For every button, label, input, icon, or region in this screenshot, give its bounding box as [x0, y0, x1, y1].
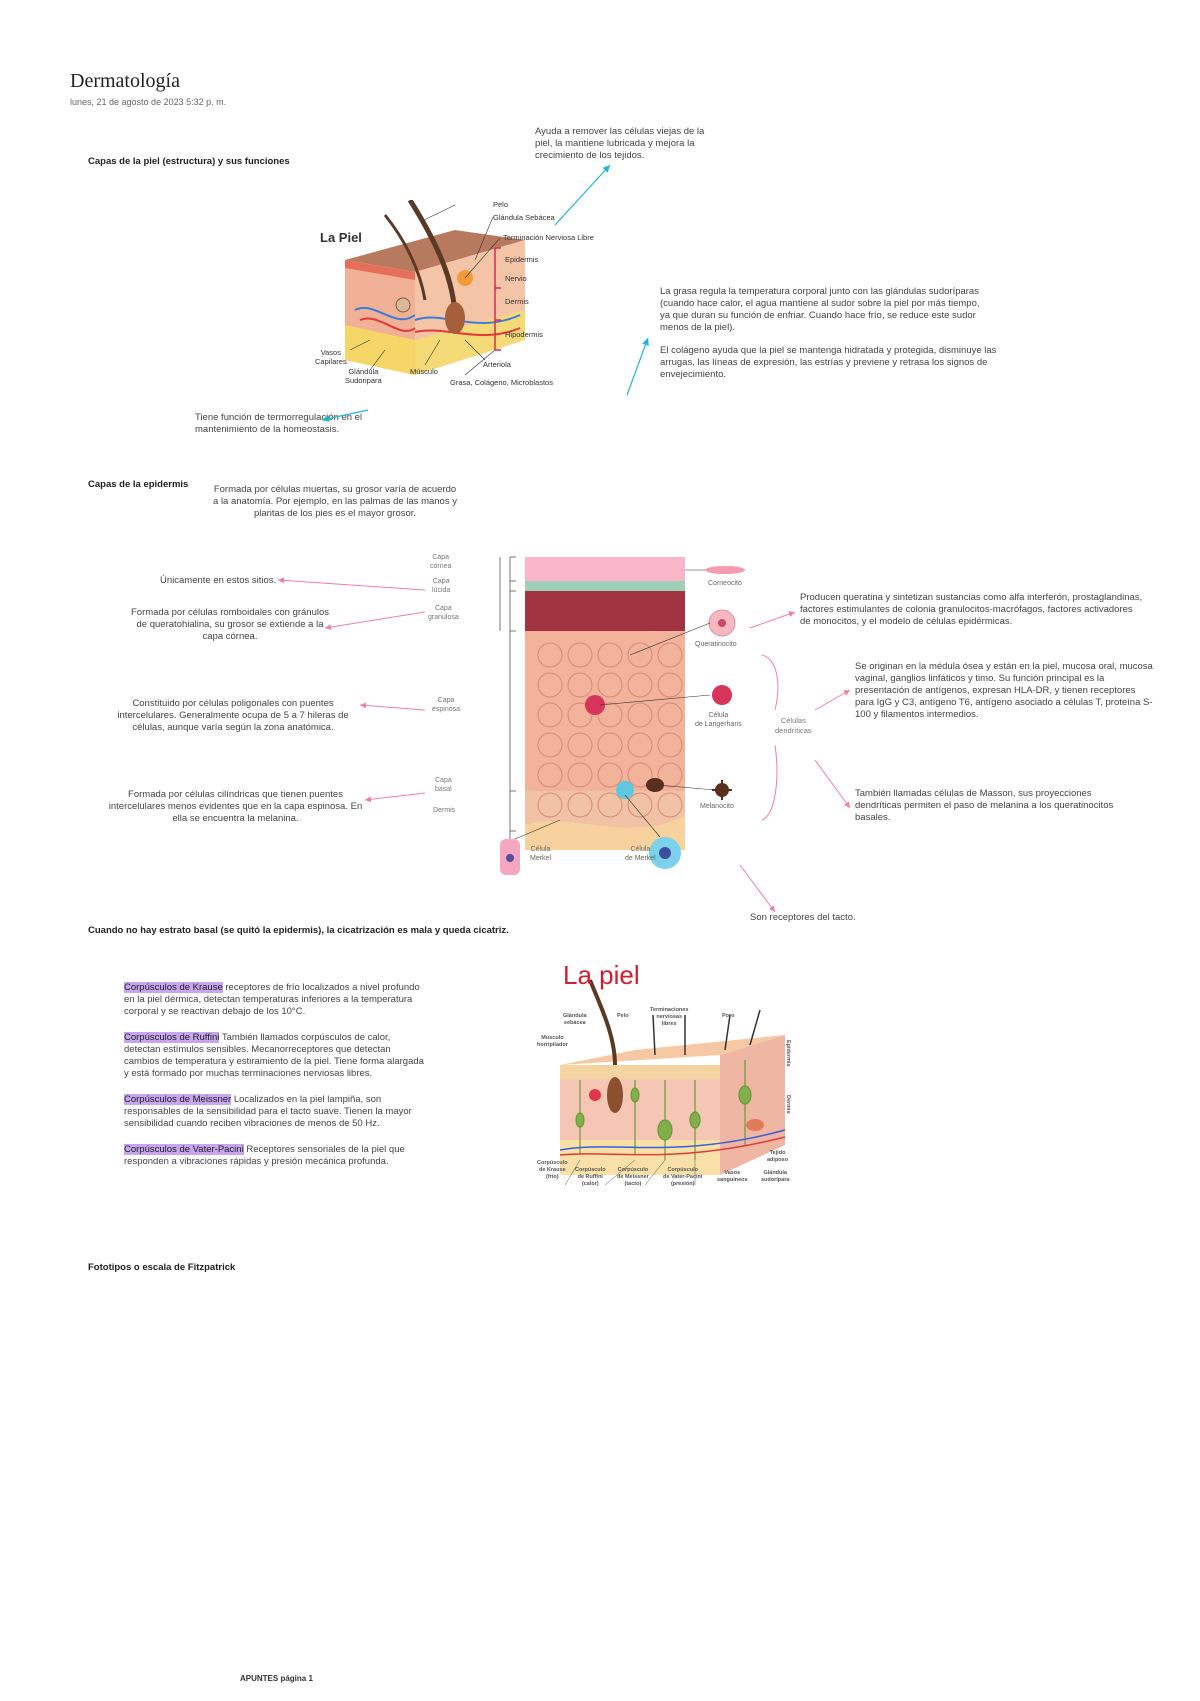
label-queratinocito: Queratinocito [695, 641, 737, 648]
item-ruffini: Corpúsculos de Ruffini También llamados … [124, 1032, 424, 1080]
label3-sudoripara: Glándula sudorípara [761, 1170, 790, 1183]
text-ruffini: También llamados corpúsculos de calor, d… [124, 1032, 424, 1079]
label-grasa: Grasa, Colágeno, Microblastos [450, 378, 553, 387]
layer-dermis: Dermis [433, 807, 456, 814]
note-fototipos: Fototipos o escala de Fitzpatrick [88, 1262, 236, 1273]
label-corneocito: Corneocito [708, 580, 742, 587]
note-grasa-temperatura: La grasa regula la temperatura corporal … [660, 286, 980, 333]
receptores-list: Corpúsculos de Krause receptores de frío… [124, 982, 424, 1168]
label-melanocito: Melanocito [700, 803, 734, 810]
note-capa-cornea: Formada por células muertas, su grosor v… [213, 484, 457, 519]
label3-dermis: Dermis [785, 1095, 791, 1114]
note-melanocito: También llamadas células de Masson, sus … [855, 788, 1114, 823]
term-meissner: Corpúsculos de Meissner [124, 1094, 232, 1105]
label-glandula-sebacea: Glándula Sebácea [493, 213, 555, 222]
diagram-title-la-piel: La piel [563, 960, 640, 990]
label3-poro: Poro [722, 1013, 735, 1019]
text-vater-pacini: Receptores sensoriales de la piel que re… [124, 1144, 405, 1167]
note-capa-basal: Formada por células cilíndricas que tien… [108, 789, 363, 824]
label3-epidermis: Epidermis [785, 1040, 791, 1067]
section-heading-capas-piel: Capas de la piel (estructura) y sus func… [88, 156, 290, 167]
note-capa-espinosa: Constituido por células poligonales con … [117, 698, 349, 733]
label3-glandula-sebacea: Glándula sebácea [563, 1013, 587, 1026]
term-vater-pacini: Corpúsculos de Vater-Pacini [124, 1144, 244, 1155]
receptores-piel-diagram: La piel Glándula sebácea Pelo Terminacio… [535, 955, 805, 1205]
label-celulas-dendriticas: Células dendríticas [775, 716, 812, 735]
label-celula-tacto: Célula de Merkel [625, 846, 656, 862]
label3-vater: Corpúsculo de Vater-Pacini (presión) [663, 1167, 703, 1187]
label-pelo: Pelo [493, 200, 509, 209]
label3-krause: Corpúsculo de Krause (frío) [537, 1160, 568, 1180]
diagram-title: La Piel [320, 230, 362, 245]
note-glandula-sebacea: Ayuda a remover las células viejas de la… [535, 126, 705, 161]
text-meissner: Localizados en la piel lampiña, son resp… [124, 1094, 412, 1129]
note-capa-granulosa: Formada por células romboidales con grán… [130, 607, 330, 642]
note-colageno: El colágeno ayuda que la piel se manteng… [660, 345, 997, 380]
layer-granulosa: Capa granulosa [428, 605, 459, 621]
label-arteriola: Arteriola [483, 360, 511, 369]
label-dermis: Dermis [505, 297, 529, 306]
label-vasos-capilares: Vasos Capilares [315, 348, 347, 366]
page-title: Dermatología [70, 70, 180, 92]
term-krause: Corpúsculos de Krause [124, 982, 223, 993]
label-langerhans: Célula de Langerhans [695, 712, 742, 728]
label3-pelo: Pelo [617, 1013, 629, 1019]
page-date: lunes, 21 de agosto de 2023 5:32 p. m. [70, 97, 227, 107]
label-hipodermis: Hipodermis [505, 330, 543, 339]
section-heading-capas-epidermis: Capas de la epidermis [88, 479, 189, 490]
item-vater-pacini: Corpúsculos de Vater-Pacini Receptores s… [124, 1144, 424, 1168]
label-glandula-sudoripara: Glándula Sudoripara [345, 367, 382, 385]
layer-espinosa: Capa espinosa [432, 697, 461, 713]
label-nervio: Nervio [505, 274, 527, 283]
layer-basal: Capa basal [435, 777, 452, 793]
label-celula-merkel: Célula Merkel [530, 846, 552, 862]
note-queratinocito: Producen queratina y sintetizan sustanci… [800, 592, 1143, 627]
term-ruffini: Corpúsculos de Ruffini [124, 1032, 220, 1043]
label3-musculo: Músculo horripilador [537, 1035, 568, 1048]
label3-meissner: Corpúsculo de Meissner (tacto) [617, 1167, 649, 1187]
note-cicatrizacion: Cuando no hay estrato basal (se quitó la… [88, 925, 509, 936]
skin-structure-diagram: La Piel Pelo Glándula Sebácea Terminació… [315, 200, 625, 410]
note-merkel-tacto: Son receptores del tacto. [750, 912, 856, 923]
item-krause: Corpúsculos de Krause receptores de frío… [124, 982, 424, 1018]
epidermis-layers-diagram: Corneocito Queratinocito Célula de Lange… [430, 545, 800, 885]
note-langerhans: Se originan en la médula ósea y están en… [855, 661, 1153, 720]
note-capa-lucida: Únicamente en estos sitios. [160, 575, 277, 586]
label3-terminaciones: Terminaciones nerviosas libres [650, 1007, 689, 1027]
label-epidermis: Epidermis [505, 255, 539, 264]
label-musculo: Músculo [410, 367, 438, 376]
label-terminacion: Terminación Nerviosa Libre [503, 233, 594, 242]
layer-lucida: Capa lúcida [432, 578, 451, 594]
note-glandula-sudoripara: Tiene función de termorregulación en el … [195, 412, 363, 435]
label3-vasos: Vasos sanguíneos [717, 1170, 748, 1183]
label3-ruffini: Corpúsculo de Ruffini (calor) [575, 1167, 606, 1187]
text-krause: receptores de frío localizados a nivel p… [124, 982, 420, 1017]
item-meissner: Corpúsculos de Meissner Localizados en l… [124, 1094, 424, 1130]
page-footer: APUNTES página 1 [240, 1674, 313, 1683]
label3-tejido: Tejido adiposo [767, 1150, 789, 1163]
layer-cornea: Capa córnea [430, 554, 452, 570]
